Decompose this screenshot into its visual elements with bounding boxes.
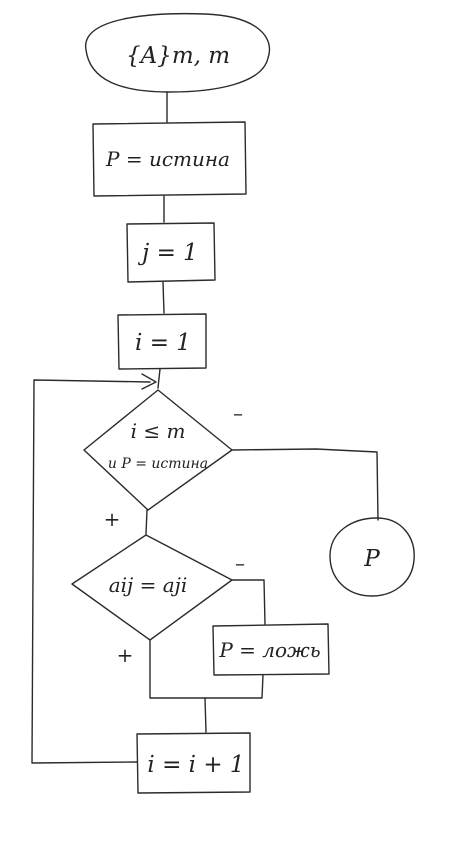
init-p-node: P = истина bbox=[92, 121, 247, 197]
start-node: {A}m, m bbox=[85, 12, 271, 93]
check-loop-node: i ≤ m и P = истина bbox=[83, 389, 233, 511]
edge-check-loop-true-to-check-sym bbox=[145, 509, 148, 535]
init-j-label: j = 1 bbox=[137, 240, 198, 266]
edge-init-j-to-init-i bbox=[162, 281, 165, 314]
incr-i-node: i = i + 1 bbox=[136, 732, 251, 794]
edge-merge-to-incr-i bbox=[204, 697, 207, 733]
check-sym-label: aij = aji bbox=[109, 573, 188, 597]
check-loop-no-label: – bbox=[233, 401, 243, 425]
edge-check-sym-false-to-set-false bbox=[231, 579, 266, 625]
edge-check-loop-false-to-end bbox=[231, 448, 379, 521]
init-p-label: P = истина bbox=[105, 147, 230, 171]
start-label: {A}m, m bbox=[126, 43, 230, 69]
check-loop-line2: и P = истина bbox=[108, 456, 208, 472]
check-sym-yes-label: + bbox=[117, 643, 134, 667]
set-false-label: P = ложь bbox=[218, 638, 320, 662]
end-node: P bbox=[329, 517, 415, 597]
set-false-node: P = ложь bbox=[212, 623, 330, 676]
init-i-label: i = 1 bbox=[135, 330, 191, 356]
end-label: P bbox=[363, 546, 380, 572]
check-loop-yes-label: + bbox=[104, 507, 121, 531]
init-j-node: j = 1 bbox=[126, 222, 216, 283]
edge-check-sym-true-merge bbox=[149, 639, 264, 699]
check-sym-no-label: – bbox=[235, 551, 245, 575]
loop-back-arrowhead bbox=[141, 373, 157, 390]
edge-incr-i-loop-back bbox=[31, 379, 151, 764]
check-loop-line1: i ≤ m bbox=[131, 419, 186, 443]
init-i-node: i = 1 bbox=[117, 313, 207, 370]
edge-init-i-to-check-loop bbox=[157, 368, 161, 389]
check-sym-node: aij = aji bbox=[71, 534, 233, 641]
incr-i-label: i = i + 1 bbox=[147, 752, 244, 778]
